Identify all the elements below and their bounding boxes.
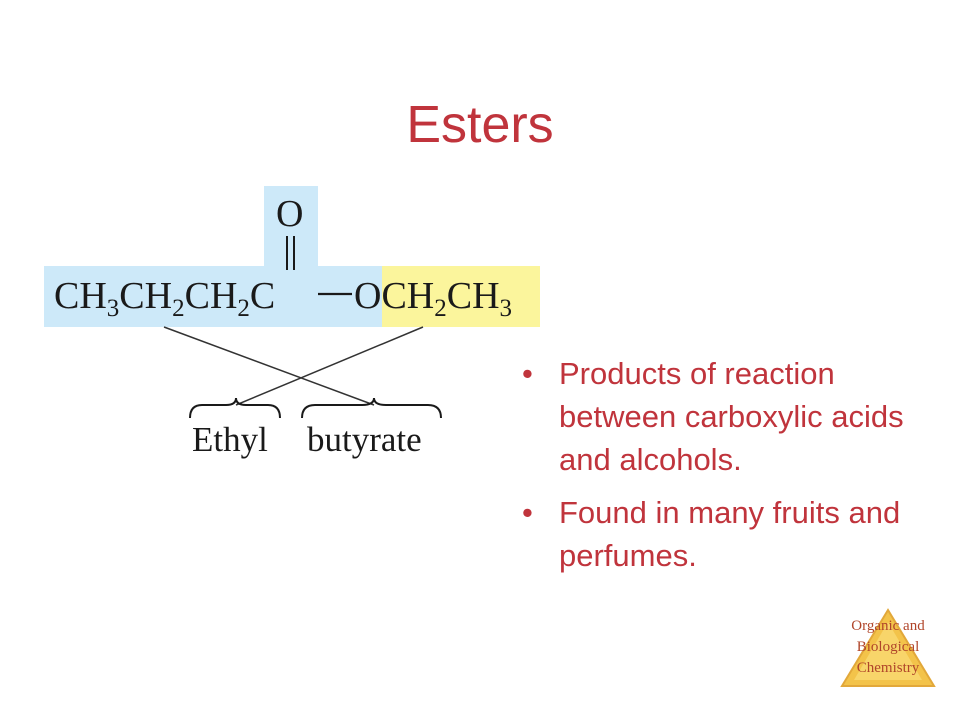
logo-line: Chemistry <box>856 660 920 676</box>
formula-ch3-left: CH <box>54 275 107 317</box>
formula-sub-2a: 2 <box>172 295 185 322</box>
formula-ch2-b: CH <box>185 275 238 317</box>
logo-text: Organic and Biological Chemistry <box>838 616 938 679</box>
formula-ch2-c: CH <box>381 275 434 317</box>
bullet-text: Products of reaction between carboxylic … <box>559 356 904 477</box>
formula-sub-2c: 2 <box>434 295 447 322</box>
slide-title: Esters <box>406 96 554 154</box>
formula-carbon: C <box>250 275 275 317</box>
logo-line: Organic and <box>851 618 925 634</box>
bullet-item: • Found in many fruits and perfumes. <box>522 491 942 577</box>
bullet-marker: • <box>522 356 533 391</box>
formula-oxygen: O <box>354 275 381 317</box>
ethyl-brace <box>189 397 281 419</box>
formula-sub-3b: 3 <box>500 295 513 322</box>
alcohol-part-highlight <box>382 266 540 327</box>
logo-line: Biological <box>856 639 920 655</box>
butyrate-label: butyrate <box>307 420 422 459</box>
butyrate-brace <box>301 397 442 419</box>
formula-sub-2b: 2 <box>237 295 250 322</box>
bullet-list: • Products of reaction between carboxylic… <box>522 352 942 587</box>
acid-part-highlight <box>44 266 384 327</box>
bullet-item: • Products of reaction between carboxylic… <box>522 352 942 481</box>
formula-ch2-a: CH <box>119 275 172 317</box>
course-logo: Organic and Biological Chemistry <box>838 606 938 690</box>
logo-triangle-icon <box>840 608 936 687</box>
formula-ch3-right: CH <box>447 275 500 317</box>
bullet-text: Found in many fruits and perfumes. <box>559 495 901 573</box>
acid-to-butyrate-line <box>163 326 375 406</box>
formula-sub-3a: 3 <box>107 295 120 322</box>
alcohol-formula: OCH2CH3 <box>354 275 512 322</box>
alcohol-to-ethyl-line <box>235 326 424 406</box>
bullet-marker: • <box>522 495 533 530</box>
condensed-formula: CH3CH2CH2C <box>54 275 275 322</box>
carbonyl-oxygen: O <box>276 193 303 235</box>
ethyl-label: Ethyl <box>192 420 268 459</box>
carbonyl-highlight <box>264 186 318 270</box>
